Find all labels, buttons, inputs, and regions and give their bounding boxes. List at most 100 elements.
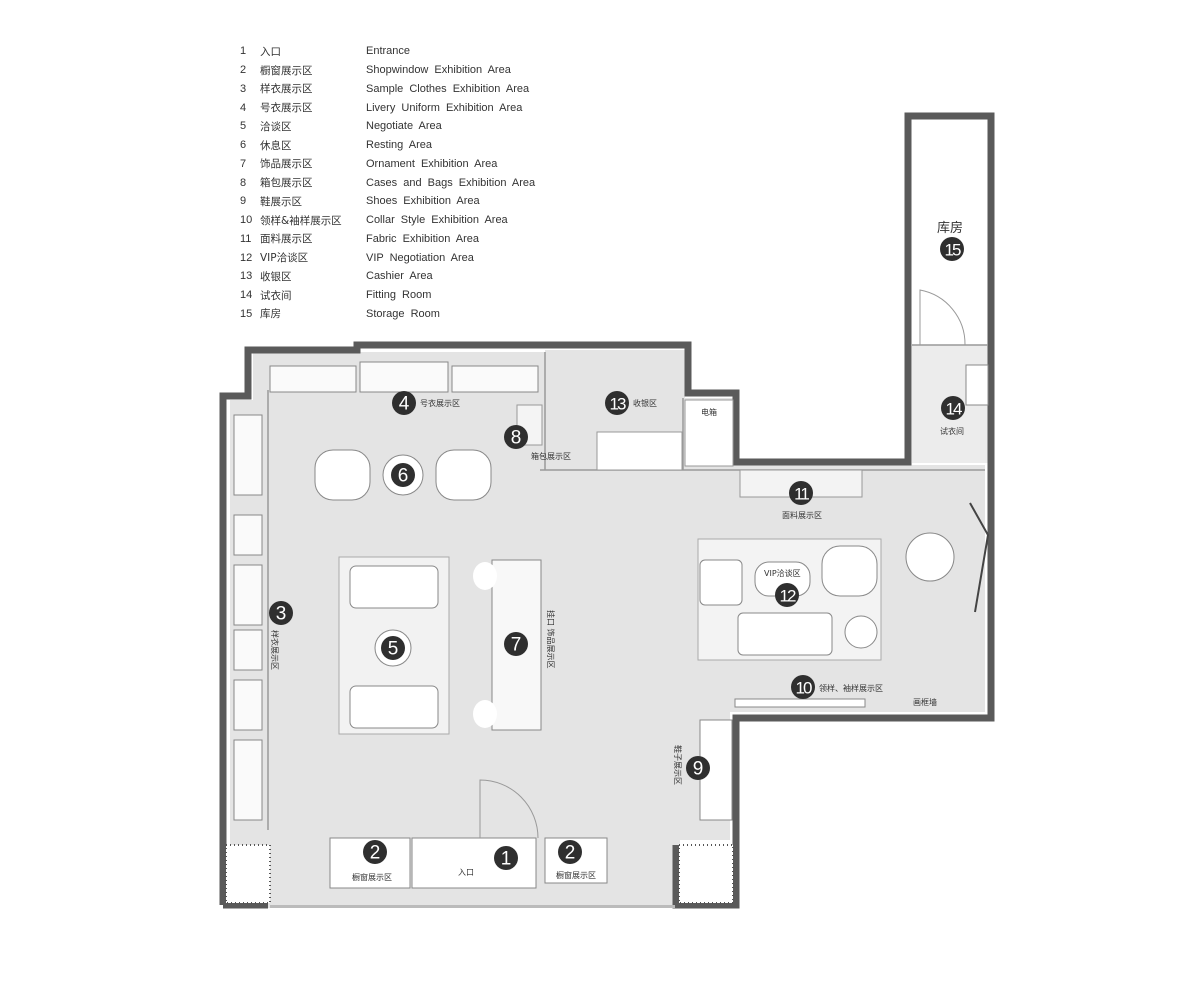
livery-label: 号衣展示区 bbox=[420, 398, 460, 408]
legend-num: 10 bbox=[240, 214, 253, 227]
legend-en: Livery Uniform Exhibition Area bbox=[366, 101, 523, 114]
legend-row: 8 箱包展示区 Cases and Bags Exhibition Area bbox=[240, 173, 535, 192]
armchair bbox=[821, 545, 878, 597]
legend-en: Shoes Exhibition Area bbox=[366, 195, 480, 208]
cashier-counter bbox=[596, 431, 683, 471]
bags-label: 箱包展示区 bbox=[531, 451, 571, 461]
legend-num: 3 bbox=[240, 82, 247, 95]
storage-door[interactable] bbox=[919, 289, 966, 346]
sofa bbox=[737, 612, 833, 656]
legend-num: 13 bbox=[240, 270, 253, 283]
side-table bbox=[844, 615, 878, 649]
electric-box-label: 电箱 bbox=[701, 407, 717, 417]
marker-number: 9 bbox=[693, 759, 704, 780]
legend-en: Resting Area bbox=[366, 139, 432, 152]
legend-en: Cases and Bags Exhibition Area bbox=[366, 176, 536, 189]
sample-label: 样衣展示区 bbox=[270, 630, 280, 670]
livery-racks bbox=[269, 361, 539, 393]
collar-label: 领样、袖样展示区 bbox=[819, 683, 883, 693]
sofa bbox=[349, 685, 439, 729]
legend-num: 15 bbox=[240, 307, 253, 320]
legend-num: 7 bbox=[240, 157, 247, 170]
marker-circle bbox=[504, 632, 528, 656]
fabric-label: 面料展示区 bbox=[782, 510, 822, 520]
legend-cn: 入口 bbox=[260, 45, 281, 58]
shopwindow-left-label: 橱窗展示区 bbox=[352, 872, 392, 882]
legend-cn: 试衣间 bbox=[260, 289, 292, 302]
area-marker-10: 10 bbox=[791, 675, 815, 699]
legend-cn: 洽谈区 bbox=[260, 120, 292, 133]
marker-number: 2 bbox=[370, 843, 381, 864]
area-marker-12: 12 bbox=[775, 583, 799, 607]
legend-cn: 鞋展示区 bbox=[260, 195, 302, 208]
marker-circle bbox=[269, 601, 293, 625]
front-glass bbox=[270, 905, 675, 908]
area-marker-15: 15 bbox=[940, 237, 964, 261]
electric-room bbox=[684, 399, 734, 467]
marker-circle bbox=[391, 463, 415, 487]
legend-cn: 收银区 bbox=[260, 270, 292, 283]
area-marker-1: 1 bbox=[494, 846, 518, 870]
cashier-label: 收银区 bbox=[633, 398, 657, 408]
display-wall bbox=[969, 502, 990, 613]
marker-circle bbox=[494, 846, 518, 870]
stool bbox=[473, 700, 497, 728]
shopwindow-right-label: 橱窗展示区 bbox=[556, 870, 596, 880]
entrance-door[interactable] bbox=[479, 779, 539, 839]
legend-row: 9 鞋展示区 Shoes Exhibition Area bbox=[240, 192, 535, 211]
legend-cn: 号衣展示区 bbox=[260, 102, 313, 115]
marker-number: 14 bbox=[946, 400, 962, 419]
marker-circle bbox=[941, 396, 965, 420]
entrance-label: 入口 bbox=[458, 868, 474, 877]
ornament-label: 挂口 饰品展示区 bbox=[546, 610, 556, 669]
marker-number: 1 bbox=[501, 849, 512, 870]
marker-circle bbox=[940, 237, 964, 261]
marker-number: 2 bbox=[565, 843, 576, 864]
legend-num: 8 bbox=[240, 176, 247, 189]
marker-circle bbox=[791, 675, 815, 699]
marker-circle bbox=[381, 636, 405, 660]
marker-circle bbox=[686, 756, 710, 780]
marker-circle bbox=[392, 391, 416, 415]
area-marker-4: 4 bbox=[392, 391, 416, 415]
legend-en: Ornament Exhibition Area bbox=[366, 157, 498, 170]
collar-shelf bbox=[734, 698, 866, 708]
legend-cn: 休息区 bbox=[260, 139, 292, 152]
area-marker-2: 2 bbox=[363, 840, 387, 864]
legend-cn: 橱窗展示区 bbox=[260, 64, 313, 77]
legend-en: Collar Style Exhibition Area bbox=[366, 214, 508, 227]
area-marker-6: 6 bbox=[391, 463, 415, 487]
frame-wall-label: 画框墙 bbox=[913, 697, 937, 707]
vip-label: VIP洽谈区 bbox=[764, 568, 801, 578]
marker-number: 12 bbox=[780, 587, 796, 606]
marker-number: 3 bbox=[276, 604, 287, 625]
marker-number: 10 bbox=[796, 679, 812, 698]
marker-number: 7 bbox=[511, 635, 522, 656]
area-marker-3: 3 bbox=[269, 601, 293, 625]
legend-en: Sample Clothes Exhibition Area bbox=[366, 82, 530, 95]
area-marker-5: 5 bbox=[381, 636, 405, 660]
legend-cn: 箱包展示区 bbox=[260, 177, 313, 190]
legend-cn: 库房 bbox=[260, 308, 281, 321]
marker-circle bbox=[558, 840, 582, 864]
walls bbox=[219, 112, 995, 909]
marker-number: 5 bbox=[388, 639, 399, 660]
legend-num: 11 bbox=[240, 232, 252, 245]
sample-racks bbox=[233, 414, 263, 821]
legend-num: 5 bbox=[240, 120, 247, 133]
legend-num: 1 bbox=[240, 45, 247, 58]
area-marker-2: 2 bbox=[558, 840, 582, 864]
legend-num: 9 bbox=[240, 195, 247, 208]
